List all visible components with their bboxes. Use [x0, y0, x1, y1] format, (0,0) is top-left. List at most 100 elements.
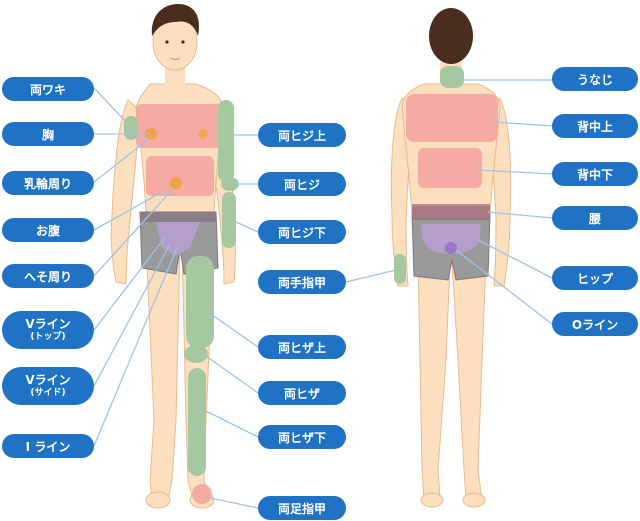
back-right-foot [462, 492, 486, 508]
label-i-line[interactable]: I ライン [2, 434, 94, 458]
label-elbow-text: 両ヒジ [283, 177, 320, 192]
zone-toes [192, 484, 212, 504]
label-nape[interactable]: うなじ [552, 67, 638, 91]
label-v-line-side-sub: (サイド) [30, 387, 66, 398]
zone-o-line [445, 242, 457, 254]
front-waistband [140, 212, 216, 222]
label-waist-text: 腰 [588, 211, 601, 226]
label-knee-upper-text: 両ヒザ上 [277, 340, 326, 355]
zone-elbow [221, 177, 239, 191]
label-navel-text: へそ周り [23, 269, 72, 284]
zone-upper-back [406, 94, 498, 142]
leader-i-line [93, 249, 177, 447]
label-o-line-text: Oライン [571, 317, 619, 332]
leader-lines [93, 79, 553, 509]
front-mouth [169, 57, 181, 60]
label-elbow-lower[interactable]: 両ヒジ下 [258, 220, 346, 244]
label-knee-lower-text: 両ヒザ下 [277, 430, 326, 445]
zone-thigh [186, 256, 214, 348]
leader-knee-upper [207, 311, 259, 348]
back-left-foot [420, 492, 444, 508]
leader-belly [93, 191, 163, 231]
label-upper-back-text: 背中上 [576, 119, 613, 134]
zone-areola-left [145, 128, 157, 140]
label-toes-text: 両足指甲 [277, 501, 326, 516]
zone-lower-back [418, 148, 482, 188]
zone-v-line [156, 222, 200, 256]
zone-upper-arm [218, 100, 234, 182]
front-hair [151, 4, 200, 36]
zone-navel [170, 177, 182, 189]
label-armpits[interactable]: 両ワキ [2, 77, 94, 101]
label-chest[interactable]: 胸 [2, 122, 94, 146]
zone-hips [421, 224, 481, 254]
label-waist[interactable]: 腰 [552, 206, 638, 230]
label-v-line-side[interactable]: Vライン (サイド) [2, 367, 94, 405]
label-v-line-top-sub: (トップ) [30, 331, 66, 342]
zone-areola-right [198, 129, 208, 139]
label-knee-lower[interactable]: 両ヒザ下 [258, 425, 346, 449]
back-body [390, 8, 512, 508]
leader-navel [93, 189, 173, 277]
front-left-arm [110, 99, 141, 285]
leader-knee-lower [203, 409, 259, 438]
label-elbow[interactable]: 両ヒジ [258, 172, 346, 196]
leader-v-side [93, 243, 171, 387]
label-elbow-upper[interactable]: 両ヒジ上 [258, 123, 346, 147]
label-upper-back[interactable]: 背中上 [552, 114, 638, 138]
label-toes[interactable]: 両足指甲 [258, 496, 346, 520]
label-v-line-top[interactable]: Vライン (トップ) [2, 311, 94, 349]
zone-chest [136, 104, 222, 148]
label-belly[interactable]: お腹 [2, 218, 94, 242]
zone-back-hand [394, 254, 406, 284]
label-hips[interactable]: ヒップ [552, 266, 638, 290]
label-lower-back[interactable]: 背中下 [552, 162, 638, 186]
label-o-line[interactable]: Oライン [552, 312, 638, 336]
label-nape-text: うなじ [576, 72, 613, 87]
label-hips-text: ヒップ [576, 271, 613, 286]
label-hand-fingers[interactable]: 両手指甲 [258, 270, 346, 294]
leader-knee [205, 355, 259, 394]
label-knee[interactable]: 両ヒザ [258, 381, 346, 405]
back-left-leg [417, 259, 451, 501]
label-areola-text: 乳輪周り [23, 176, 72, 191]
leader-areola [93, 137, 151, 183]
label-chest-text: 胸 [41, 127, 54, 142]
zone-knee [184, 345, 208, 363]
label-areola[interactable]: 乳輪周り [2, 171, 94, 195]
label-belly-text: お腹 [35, 223, 60, 238]
label-v-line-side-text: Vライン [25, 372, 71, 387]
label-armpits-text: 両ワキ [29, 82, 66, 97]
leader-lower-back [477, 169, 553, 175]
leader-v-top [93, 235, 167, 331]
leader-elbow-lower [235, 221, 259, 233]
label-hand-fingers-text: 両手指甲 [277, 275, 326, 290]
zone-shin [188, 368, 206, 476]
label-navel[interactable]: へそ周り [2, 264, 94, 288]
leader-waist [487, 211, 553, 219]
zone-armpit [124, 116, 138, 140]
front-left-foot [145, 491, 171, 509]
label-v-line-top-text: Vライン [25, 316, 71, 331]
leader-toes [209, 497, 259, 509]
label-knee-text: 両ヒザ [283, 386, 320, 401]
label-i-line-text: I ライン [25, 439, 71, 454]
label-elbow-upper-text: 両ヒジ上 [277, 128, 326, 143]
leader-armpits [93, 87, 129, 125]
front-neck [165, 66, 185, 88]
front-left-eye [165, 40, 169, 44]
front-right-eye [181, 40, 185, 44]
zone-nape [440, 66, 464, 88]
label-knee-upper[interactable]: 両ヒザ上 [258, 335, 346, 359]
zone-forearm [222, 192, 236, 248]
leader-hips [477, 239, 553, 279]
leader-hand [345, 269, 397, 283]
label-lower-back-text: 背中下 [576, 167, 613, 182]
label-elbow-lower-text: 両ヒジ下 [277, 225, 326, 240]
leader-upper-back [493, 121, 553, 127]
front-left-leg [145, 244, 181, 503]
zone-waist [412, 204, 490, 218]
zone-belly [146, 156, 214, 196]
leader-o-line [455, 249, 553, 325]
